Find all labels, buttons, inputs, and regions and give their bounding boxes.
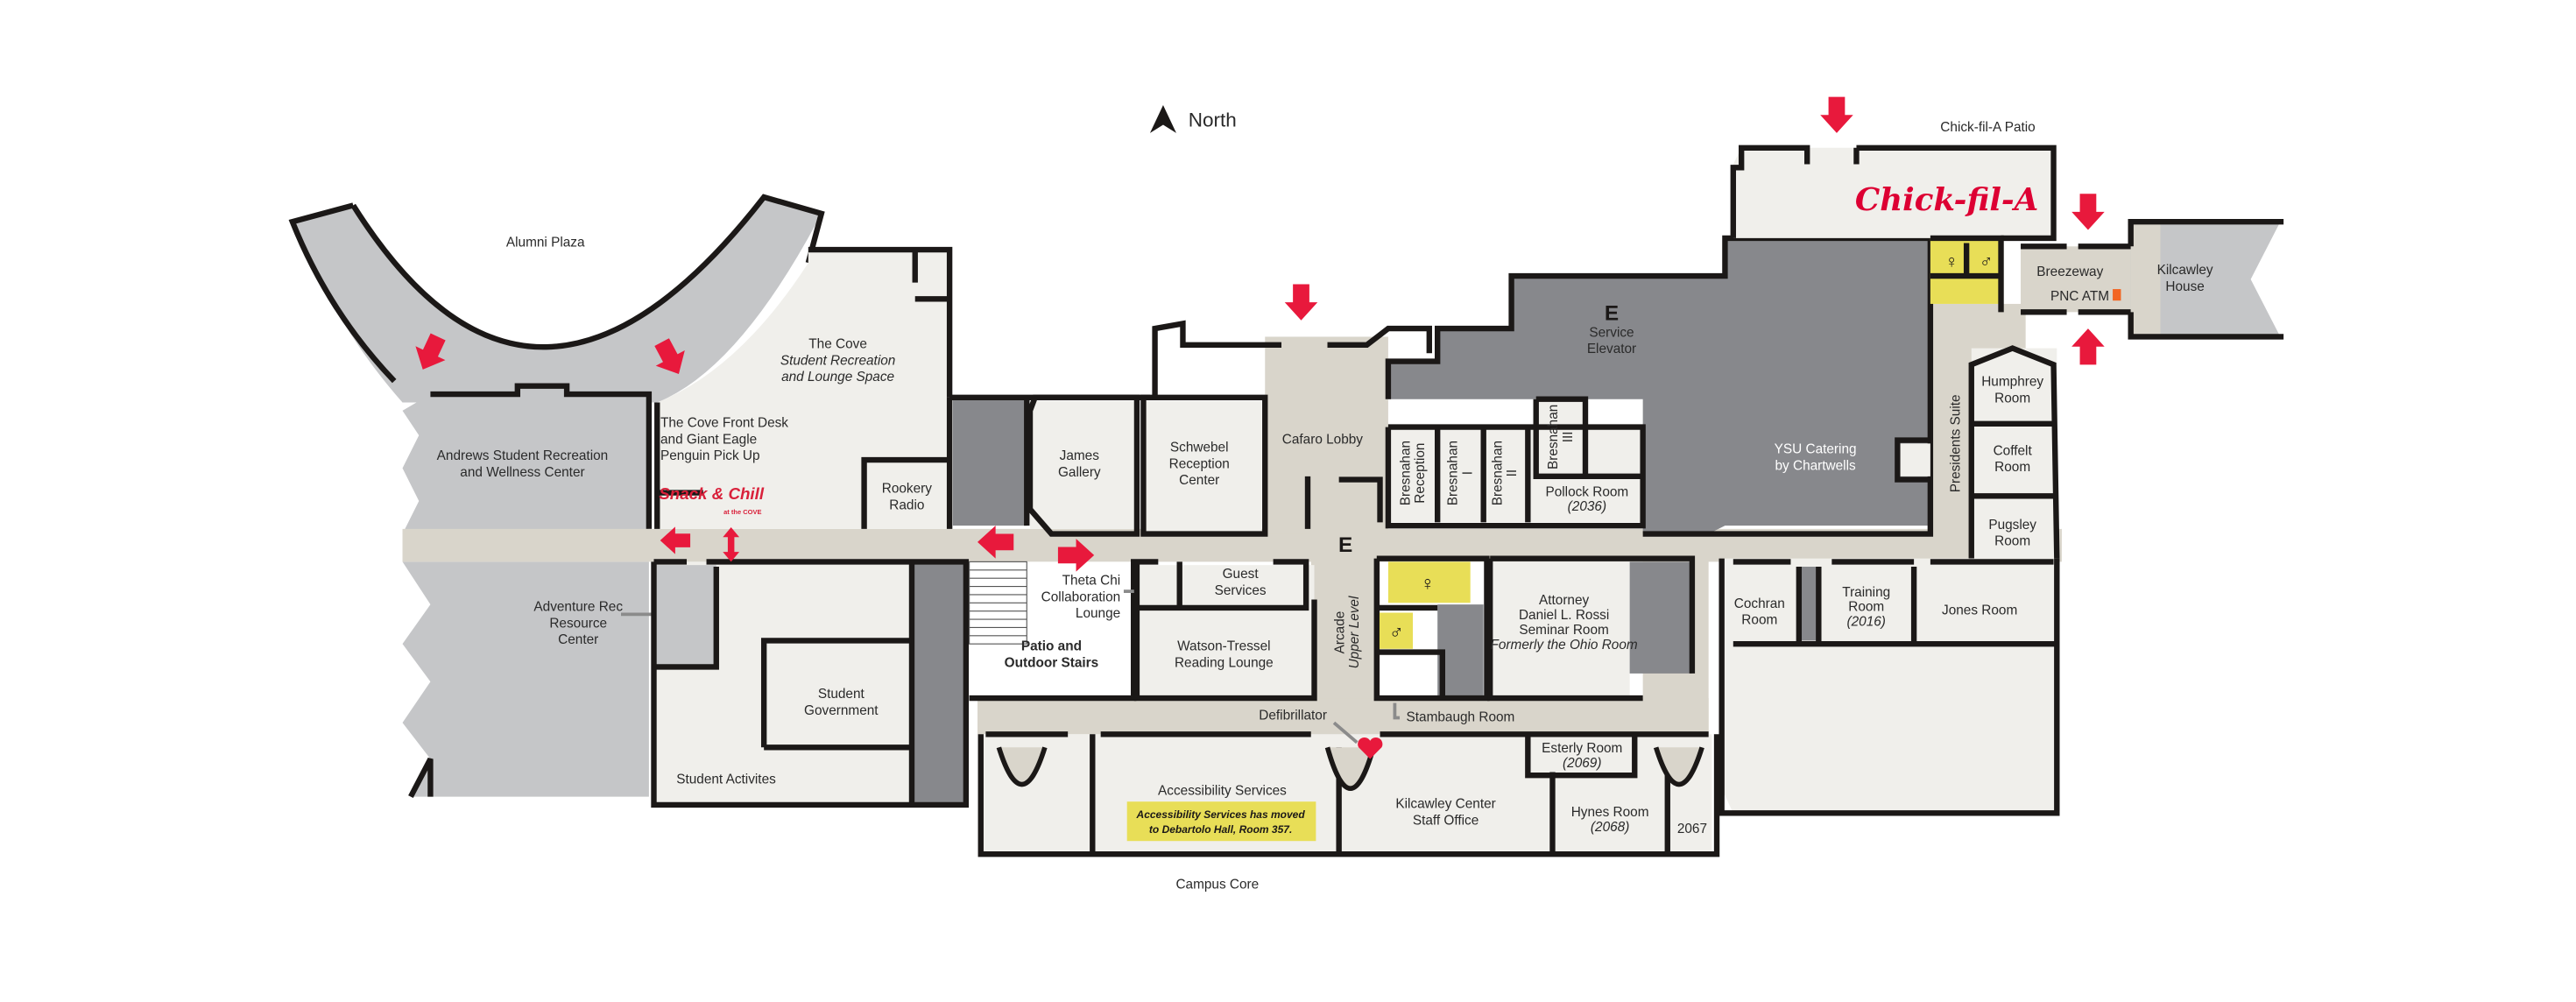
presidents-suite-label: Presidents Suite xyxy=(1949,394,1964,492)
women-restroom-icon: ♀ xyxy=(1420,572,1435,594)
snack-chill-logo: Snack & Chill at the COVE xyxy=(659,484,765,516)
arcade-label: ArcadeUpper Level xyxy=(1332,596,1362,668)
breezeway-label: Breezeway xyxy=(2036,265,2103,279)
north-label: North xyxy=(1189,109,1237,131)
atm-label: PNC ATM xyxy=(2050,289,2109,304)
stair-wells xyxy=(996,746,1704,791)
chickfila-patio-label: Chick-fil-A Patio xyxy=(1940,120,2035,135)
hynes-room-label: Hynes Room(2068) xyxy=(1571,805,1649,835)
elevator-marker: E xyxy=(1338,533,1352,557)
service-elevator-area xyxy=(1387,237,1930,534)
bresnahan-1-label: BresnahanI xyxy=(1446,441,1476,505)
entrance-arrow-icon xyxy=(2071,328,2105,365)
schwebel-center xyxy=(1143,400,1262,533)
north-arrow-icon xyxy=(1149,105,1176,133)
entrance-arrow-icon xyxy=(2071,194,2105,230)
compass: North xyxy=(1149,105,1237,133)
cafaro-lobby-label: Cafaro Lobby xyxy=(1282,432,1364,447)
andrews-rec-center xyxy=(402,394,649,534)
entrance-arrow-icon xyxy=(1284,284,1318,321)
bresnahan-3-label: BresnahanIII xyxy=(1546,405,1576,469)
breezeway xyxy=(2021,246,2136,313)
room-2067-label: 2067 xyxy=(1677,822,1707,836)
svg-text:Snack & Chill: Snack & Chill xyxy=(659,484,765,503)
stambaugh-room-label: Stambaugh Room xyxy=(1407,709,1515,724)
alumni-plaza-label: Alumni Plaza xyxy=(506,235,585,250)
men-restroom-icon: ♂ xyxy=(1389,622,1404,644)
restroom-women xyxy=(1387,561,1471,603)
atm-icon xyxy=(2113,289,2121,301)
chickfila-logo: Chick-fil-A xyxy=(1855,182,2038,218)
pollock-room-label: Pollock Room(2036) xyxy=(1545,484,1628,514)
svg-text:at the COVE: at the COVE xyxy=(723,508,761,516)
chickfila xyxy=(1733,147,2054,238)
two-way-arrow-icon xyxy=(723,527,740,562)
restroom-men xyxy=(1376,612,1414,649)
esterly-room-label: Esterly Room(2069) xyxy=(1542,741,1622,771)
student-activities-label: Student Activites xyxy=(676,773,776,787)
outdoor-stairs xyxy=(969,561,1027,645)
restricted-area xyxy=(952,397,1027,526)
men-restroom-icon: ♂ xyxy=(1980,252,1993,272)
entrance-arrows xyxy=(407,96,2105,572)
campus-core-label: Campus Core xyxy=(1175,878,1259,893)
bresnahan-2-label: BresnahanII xyxy=(1490,441,1520,505)
bresnahan-reception-label: BresnahanReception xyxy=(1398,441,1428,505)
defibrillator-heart-icon xyxy=(1358,737,1383,759)
accessibility-services-label: Accessibility Services xyxy=(1158,784,1287,799)
entrance-arrow-icon xyxy=(1820,96,1853,133)
women-restroom-icon: ♀ xyxy=(1945,252,1958,272)
adventure-rec-center xyxy=(402,561,649,797)
jones-room-label: Jones Room xyxy=(1942,603,2017,617)
service-elevator-marker: E xyxy=(1605,302,1619,326)
defibrillator-label: Defibrillator xyxy=(1259,708,1327,723)
james-gallery xyxy=(1030,400,1137,529)
kilcawley-house xyxy=(2130,222,2281,337)
